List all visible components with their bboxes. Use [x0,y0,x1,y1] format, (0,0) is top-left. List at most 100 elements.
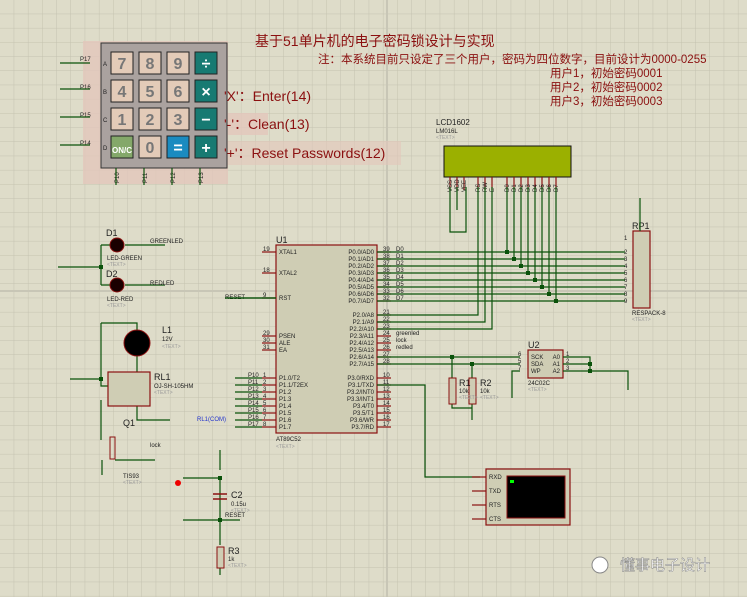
r2-resistor[interactable] [468,377,477,405]
rp1-ref: RP1 [632,221,650,231]
u1-pin-name: P1.5 [279,411,292,417]
key-label: − [201,112,210,129]
lcd-pin-label: E [490,188,496,192]
lcd-pin-label: RW [483,182,489,192]
rl1-relay[interactable] [107,371,151,407]
rp1-pin-num: 4 [624,264,628,270]
key-ON/C[interactable] [110,135,134,159]
p0-net-label: D2 [396,261,404,267]
u1-pin-name: P2.1/A9 [353,320,375,326]
key-2[interactable] [138,107,162,131]
u1-pin-num: 2 [263,380,267,386]
u2-part: 24C02C [528,381,551,387]
u1-pin-name: P2.6/A14 [349,355,374,361]
key-6[interactable] [166,79,190,103]
q1-transistor[interactable] [109,436,116,460]
rp1-text: <TEXT> [632,317,651,323]
key-+[interactable] [194,135,218,159]
u1-pin-name: P2.4/A12 [349,341,374,347]
lcd-pin-label: D4 [533,184,539,192]
key-0[interactable] [138,135,162,159]
key-5[interactable] [138,79,162,103]
l1-lamp[interactable] [123,329,151,357]
key-label: ON/C [112,146,132,155]
row-label: B [103,90,107,96]
terminal-pin-label: RTS [489,503,501,509]
u1-pin-name: P2.2/A10 [349,327,374,333]
q1-ref: Q1 [123,418,135,428]
key-8[interactable] [138,51,162,75]
u1-pin-num: 11 [383,380,390,386]
u1-pin-name: P1.4 [279,404,292,410]
u1-chip[interactable] [275,244,378,434]
lcd-pin-label: VSS [448,180,454,192]
u1-pin-name: P2.5/A13 [349,348,374,354]
key-label: × [201,84,210,101]
r1-value: 10k [459,389,470,395]
u1-pin-num: 30 [263,338,270,344]
key-−[interactable] [194,107,218,131]
lcd-part: LM016L [436,129,458,135]
key-9[interactable] [166,51,190,75]
key-×[interactable] [194,79,218,103]
u1-pin-name: P2.3/A11 [350,334,375,340]
terminal-screen[interactable] [506,475,566,519]
d1-led-green[interactable] [109,237,125,253]
d2-led-red[interactable] [109,277,125,293]
c2-text: <TEXT> [231,508,250,514]
lcd-ref: LCD1602 [436,118,470,127]
r2-value: 10k [480,389,491,395]
u1-pin-num: 7 [263,415,267,421]
u1-pin-num: 24 [383,331,390,337]
rp1-pin-num: 8 [624,292,628,298]
r3-resistor[interactable] [216,546,225,569]
user-3-text: 用户3，初始密码0003 [550,94,662,108]
u2-pin-name: SCK [531,355,543,361]
rl1-probe[interactable]: RL1(COM) [197,417,226,423]
reset-button[interactable] [175,480,181,486]
u1-pin-name: P3.1/TXD [348,383,375,389]
key-label: = [173,140,182,157]
key-label: 0 [146,140,155,157]
u1-pin-name: ALE [279,341,290,347]
q1-text: <TEXT> [123,480,142,486]
u1-pin-num: 14 [383,401,390,407]
d2-part: LED-RED [107,297,134,303]
key-=[interactable] [166,135,190,159]
page-title: 基于51单片机的电子密码锁设计与实现 [255,33,495,49]
key-1[interactable] [110,107,134,131]
key-7[interactable] [110,51,134,75]
u1-pin-num: 18 [263,268,270,274]
r3-text: <TEXT> [228,563,247,569]
u1-pin-num: 27 [383,352,390,358]
key-3[interactable] [166,107,190,131]
p1-net-label: P16 [248,415,259,421]
lcd-pin-label: D5 [540,184,546,192]
r1-resistor[interactable] [448,377,457,405]
key-÷[interactable] [194,51,218,75]
c2-capacitor[interactable] [213,493,227,500]
l1-ref: L1 [162,325,172,335]
p1-net-label: P15 [248,408,259,414]
user-2-text: 用户2，初始密码0002 [550,80,662,94]
lcd-display[interactable] [443,145,572,178]
u1-pin-num: 34 [383,282,390,288]
u1-pin-name: P0.5/AD5 [348,285,374,291]
p0-net-label: D0 [396,247,404,253]
u1-pin-num: 1 [263,373,267,379]
rp1-pin-num: 1 [624,236,628,242]
u1-pin-name: P0.1/AD1 [348,257,374,263]
p1-net-label: P11 [248,380,259,386]
u1-pin-name: P3.2/INT0 [347,390,375,396]
u2-pin-name: WP [531,369,541,375]
u2-pin-num: 6 [518,352,522,358]
lcd-pin-label: D6 [547,184,553,192]
rp1-respack[interactable] [632,230,651,309]
key-4[interactable] [110,79,134,103]
r2-text: <TEXT> [480,395,499,401]
redled-net: REDLED [150,281,175,287]
key-label: + [201,140,210,157]
r3-value: 1k [228,557,235,563]
